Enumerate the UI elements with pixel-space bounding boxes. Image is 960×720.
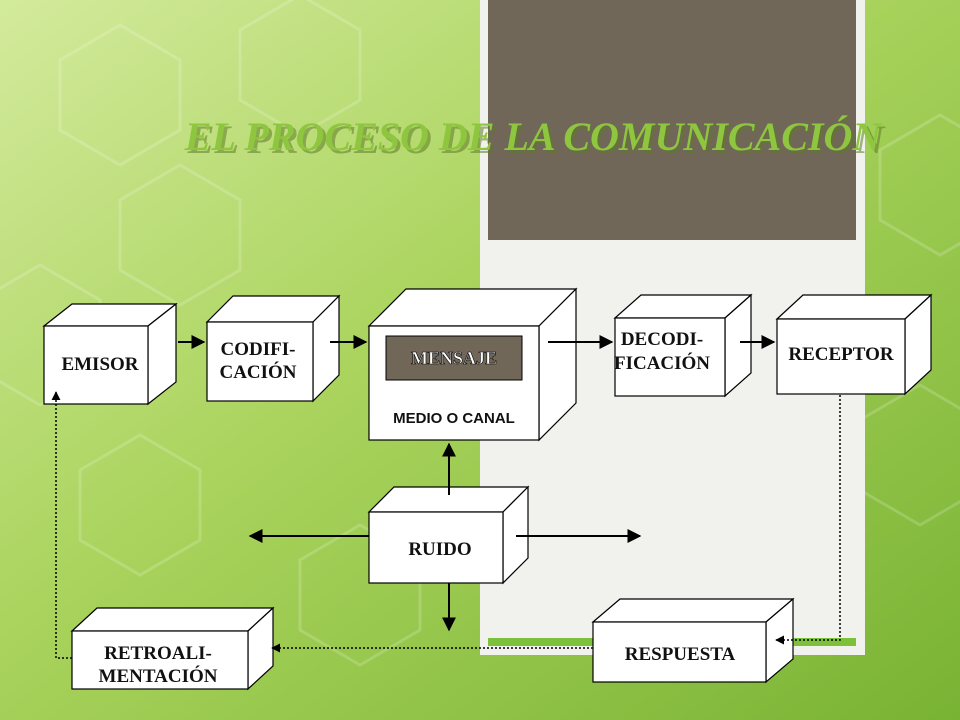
decodificacion-box [613, 293, 753, 398]
page-title: EL PROCESO DE LA COMUNICACIÓN [184, 114, 884, 159]
ruido-label: RUIDO [408, 539, 471, 560]
decodificacion-label-line2: FICACIÓN [614, 352, 710, 374]
emisor-label: EMISOR [61, 354, 138, 375]
mensaje-label: MENSAJE [411, 348, 497, 368]
dark-panel [488, 0, 856, 240]
emisor-box [42, 302, 178, 406]
mensaje-box [385, 335, 523, 381]
decodificacion-label-line1: DECODI- [621, 329, 703, 350]
flow-arrows [178, 335, 776, 632]
page-title: EL PROCESO DE LA COMUNICACIÓN [187, 117, 887, 162]
codificacion-label-line1: CODIFI- [221, 339, 296, 360]
ruido-box [367, 485, 530, 585]
medio-canal-label: MEDIO O CANAL [393, 410, 515, 427]
arrow-receptor-respuesta [775, 395, 841, 645]
respuesta-box [591, 597, 795, 684]
receptor-box [775, 293, 933, 396]
retroalimentacion-label-line1: RETROALI- [104, 643, 212, 664]
receptor-label: RECEPTOR [788, 344, 894, 365]
retroalimentacion-label-line2: MENTACIÓN [99, 665, 218, 687]
respuesta-label: RESPUESTA [625, 644, 736, 665]
codificacion-label-line2: CACIÓN [219, 361, 296, 383]
retroalimentacion-box [70, 606, 275, 691]
arrow-retroalimentacion-emisor [51, 391, 72, 659]
feedback-arrows [51, 391, 841, 659]
codificacion-box [205, 294, 341, 403]
